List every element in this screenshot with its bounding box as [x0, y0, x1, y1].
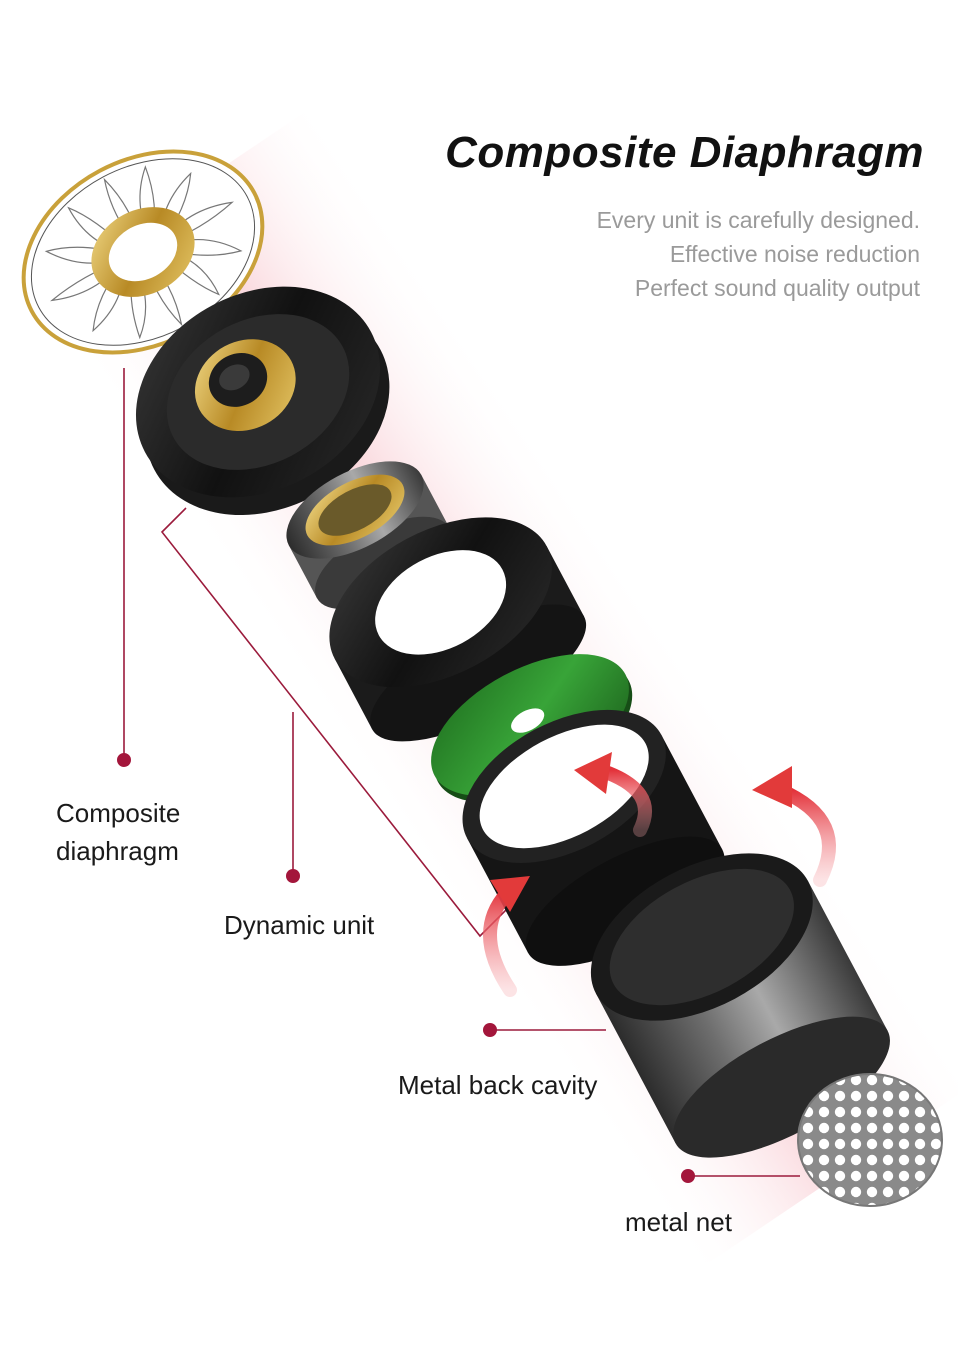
- callout-composite-diaphragm-line-1: Composite: [56, 798, 181, 828]
- airflow-arrow-icon: [593, 763, 652, 837]
- callout-dynamic-unit: Dynamic unit: [224, 910, 375, 940]
- callout-metal-back-cavity: Metal back cavity: [398, 1070, 598, 1100]
- page-title: Composite Diaphragm: [445, 128, 924, 177]
- callout-dots: [117, 753, 695, 1183]
- airflow-arrow-icon: [773, 783, 836, 887]
- callout-composite-diaphragm: Composite diaphragm: [56, 794, 180, 870]
- diaphragm-illustration: [21, 149, 265, 355]
- callout-composite-diaphragm-line-2: diaphragm: [56, 836, 179, 866]
- tagline-line-3: Perfect sound quality output: [634, 275, 920, 301]
- front-housing-illustration: [135, 286, 390, 516]
- airflow-arrow-icon: [752, 766, 792, 808]
- inner-tube-illustration: [462, 709, 725, 966]
- metal-net-illustration: [797, 1073, 943, 1207]
- airflow-arrow-icon: [574, 752, 612, 794]
- callout-dot-icon: [286, 869, 300, 883]
- airflow-arrowheads: [490, 752, 792, 912]
- tagline-line-2: Effective noise reduction: [669, 241, 920, 267]
- airflow-arrow-icon: [490, 876, 530, 912]
- callout-dot-icon: [483, 1023, 497, 1037]
- tagline-line-1: Every unit is carefully designed.: [596, 207, 920, 233]
- spacer-ring-illustration: [329, 517, 587, 742]
- metal-cavity-illustration: [590, 853, 890, 1158]
- callout-dot-icon: [117, 753, 131, 767]
- callout-dot-icon: [681, 1169, 695, 1183]
- callout-metal-net: metal net: [625, 1207, 732, 1237]
- tagline: Every unit is carefully designed. Effect…: [597, 203, 920, 305]
